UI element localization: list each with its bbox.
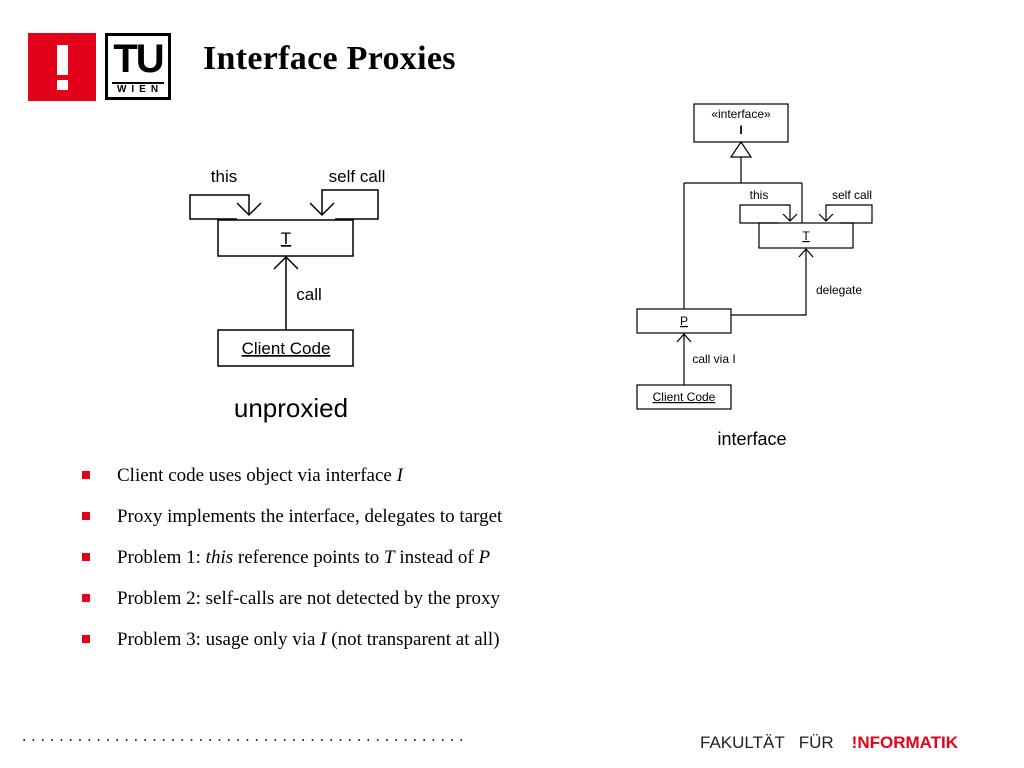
call-via-arrowhead bbox=[676, 333, 692, 343]
target-label-left: T bbox=[281, 229, 291, 248]
realization-triangle bbox=[729, 140, 753, 158]
tu-wien-logo: TU WIEN bbox=[105, 33, 171, 100]
interface-name: I bbox=[739, 123, 742, 137]
this-arrowhead-left bbox=[236, 202, 262, 217]
interface-diagram bbox=[636, 103, 873, 410]
bullet-text-part: Client code uses object via interface bbox=[117, 465, 397, 486]
bullet-text-italic: I bbox=[320, 629, 327, 650]
bullet-text-part: reference points to bbox=[233, 547, 385, 568]
target-box-right bbox=[758, 222, 854, 249]
call-via-label: call via I bbox=[692, 352, 735, 366]
logo-tu-text: TU bbox=[113, 37, 164, 81]
bullet-text-part: Problem 1: bbox=[117, 547, 206, 568]
bullet-marker bbox=[82, 594, 90, 602]
bullet-text-part: Proxy implements the interface, delegate… bbox=[117, 506, 503, 527]
logo-wien-text: WIEN bbox=[116, 84, 164, 95]
caption-unproxied: unproxied bbox=[234, 393, 348, 423]
this-label-right: this bbox=[750, 188, 769, 202]
footer-faculty: FAKULTÄT bbox=[700, 733, 785, 752]
bullet-marker bbox=[82, 471, 90, 479]
unproxied-diagram bbox=[189, 189, 379, 367]
client-label-left: Client Code bbox=[242, 339, 331, 358]
this-label-left: this bbox=[211, 167, 237, 186]
bullet-text-italic: T bbox=[384, 547, 395, 568]
this-arrowhead-right bbox=[782, 213, 798, 222]
proxy-label: P bbox=[680, 314, 688, 328]
target-label-right: T bbox=[802, 229, 810, 243]
interface-stereotype: «interface» bbox=[711, 107, 771, 121]
bullet-text: Problem 3: usage only via I (not transpa… bbox=[117, 624, 500, 656]
self-call-loop-right bbox=[825, 204, 873, 224]
bullet-text: Problem 1: this reference points to T in… bbox=[117, 542, 490, 574]
delegate-arrowhead bbox=[798, 248, 814, 258]
bullet-text-part: Problem 2: self-calls are not detected b… bbox=[117, 588, 501, 609]
bullet-text-italic: this bbox=[205, 547, 234, 568]
bullet-text-part: Problem 3: usage only via bbox=[117, 629, 321, 650]
delegate-arrow bbox=[731, 249, 807, 316]
call-label-left: call bbox=[296, 285, 322, 304]
faculty-footer: FAKULTÄT FÜR !NFORMATIK bbox=[700, 733, 958, 753]
footer-informatik: !NFORMATIK bbox=[851, 733, 959, 752]
bullet-text: Client code uses object via interface I bbox=[117, 460, 403, 492]
delegate-label: delegate bbox=[816, 283, 862, 297]
bullet-marker bbox=[82, 553, 90, 561]
bullet-text-part: instead of bbox=[394, 547, 479, 568]
self-call-arrowhead-right bbox=[818, 213, 834, 222]
bullet-marker bbox=[82, 635, 90, 643]
self-call-arrowhead-left bbox=[309, 202, 335, 217]
self-call-label-right: self call bbox=[832, 188, 872, 202]
target-box-left bbox=[217, 219, 354, 257]
bullet-text: Proxy implements the interface, delegate… bbox=[117, 501, 502, 533]
caption-interface: interface bbox=[717, 429, 786, 449]
self-call-loop-left bbox=[321, 189, 379, 220]
slide-title: Interface Proxies bbox=[203, 40, 456, 77]
this-loop-right bbox=[739, 204, 791, 224]
footer-fuer: FÜR bbox=[798, 733, 834, 752]
client-label-right: Client Code bbox=[653, 390, 716, 404]
footer-dots: ........................................… bbox=[20, 730, 467, 746]
this-loop-left bbox=[189, 194, 250, 220]
bullet-text-part: (not transparent at all) bbox=[326, 629, 500, 650]
exclamation-logo bbox=[28, 33, 96, 101]
bullet-text-italic: I bbox=[396, 465, 403, 486]
call-arrowhead-left bbox=[273, 255, 299, 270]
bullet-text: Problem 2: self-calls are not detected b… bbox=[117, 583, 500, 615]
self-call-label-left: self call bbox=[329, 167, 386, 186]
bullet-marker bbox=[82, 512, 90, 520]
bullet-text-italic: P bbox=[478, 547, 491, 568]
